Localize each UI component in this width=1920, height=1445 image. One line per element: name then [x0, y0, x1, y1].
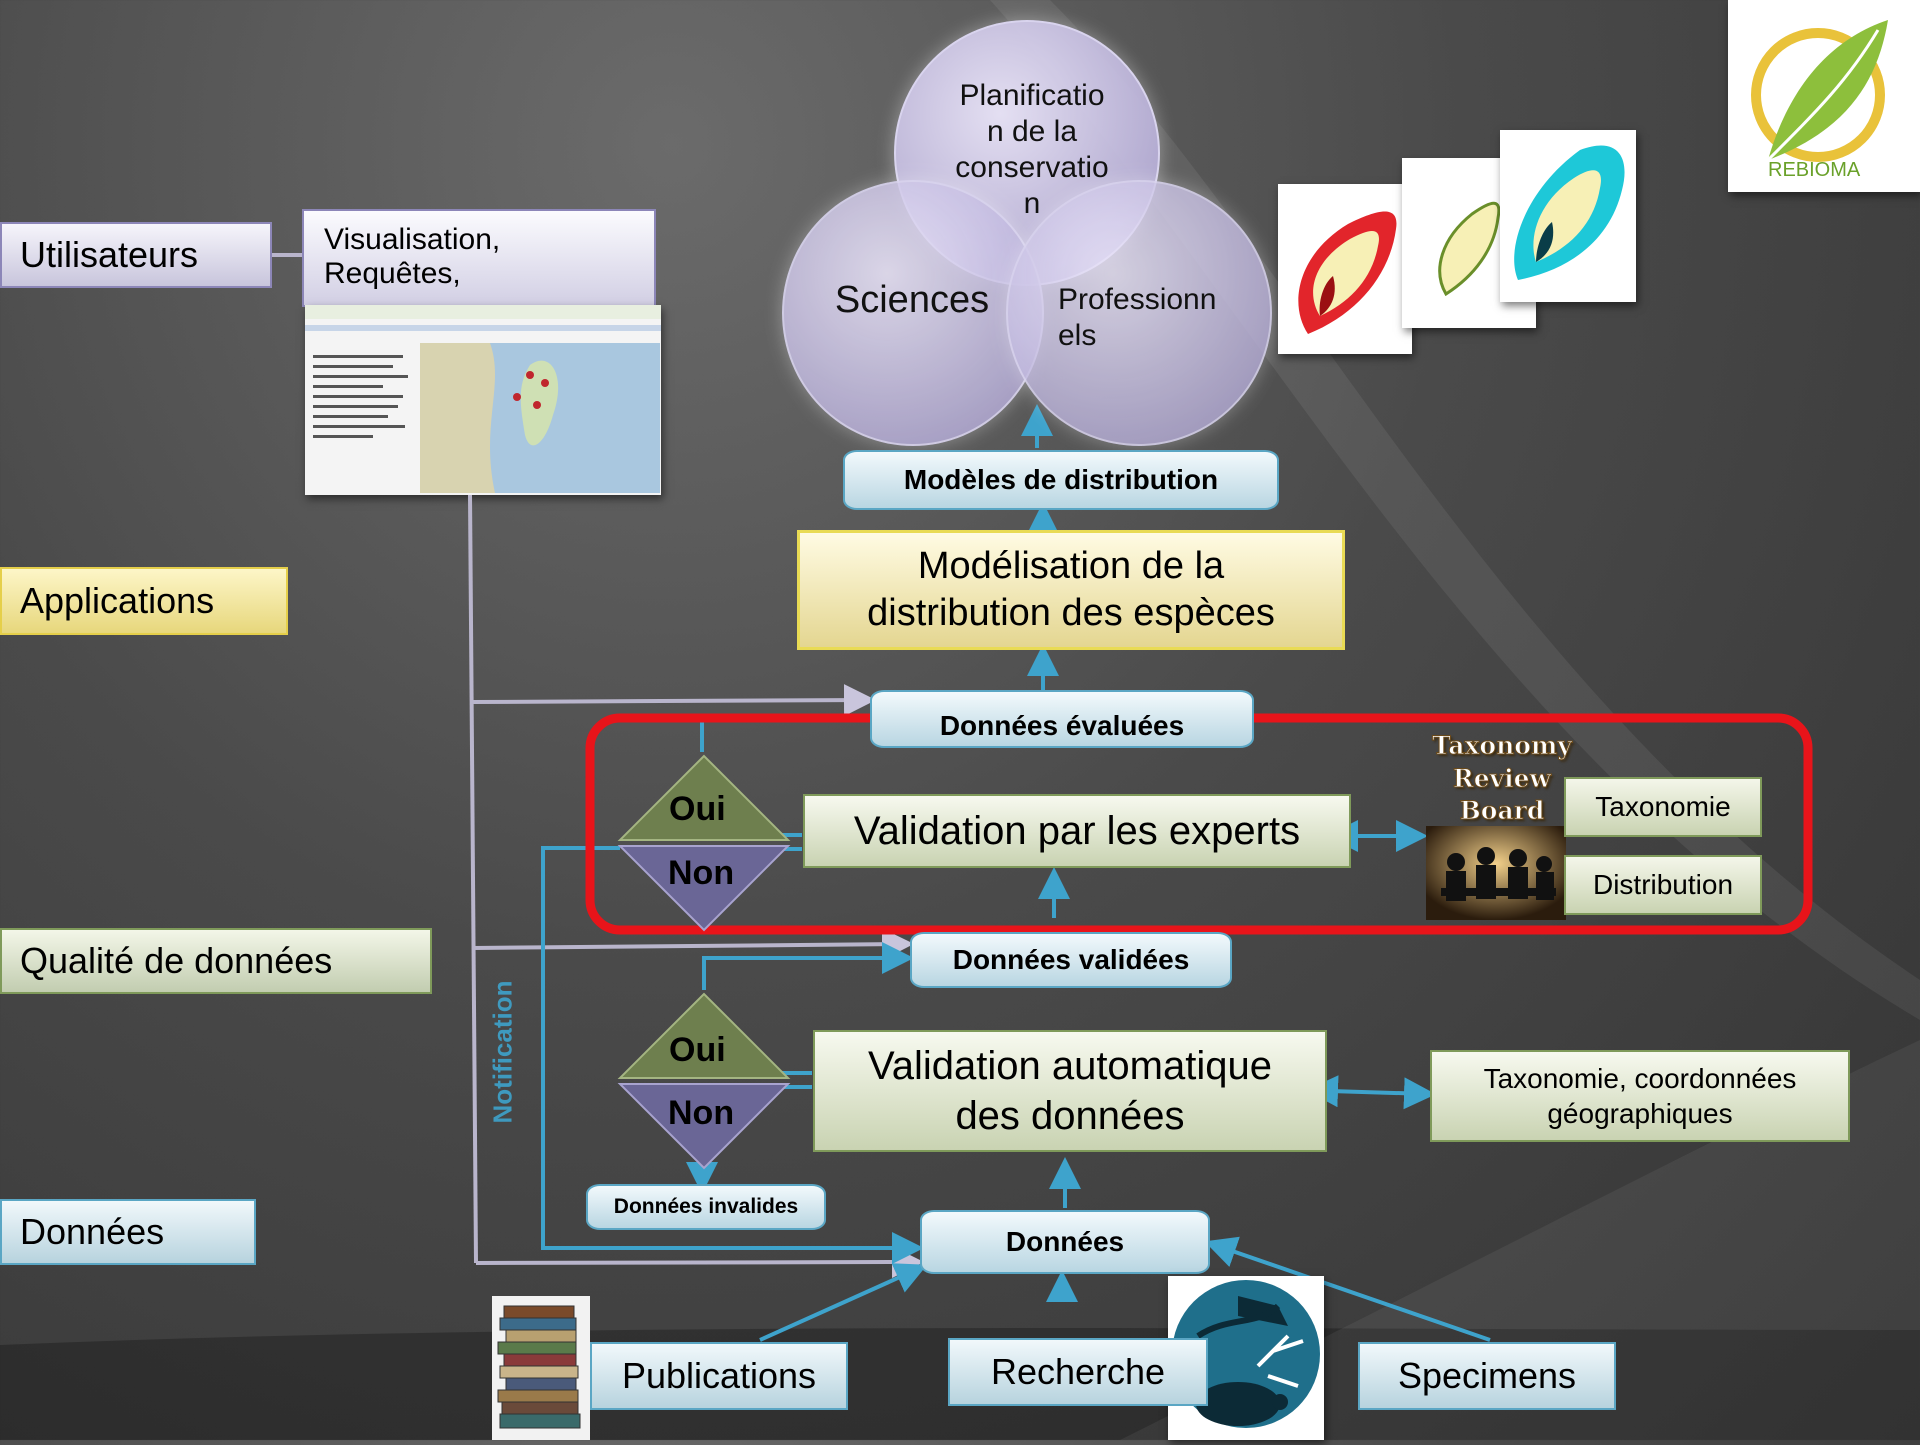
category-users-label: Utilisateurs [20, 234, 199, 275]
invalid-data-store: Données invalides [586, 1184, 826, 1230]
circle-professionals [1006, 180, 1272, 446]
distribution-label: Distribution [1592, 869, 1734, 900]
marine-research-graphic [1172, 1280, 1320, 1428]
evaluated-data-store: Données évaluées [870, 690, 1254, 748]
map-screenshot-graphic [305, 305, 661, 495]
data-store: Données [920, 1210, 1210, 1274]
validated-data-store: Données validées [910, 932, 1232, 988]
auto-validation-box: Validation automatique des données [813, 1030, 1327, 1152]
auto-checks-box: Taxonomie, coordonnées géographiques [1430, 1050, 1850, 1142]
auto-validation-label: Validation automatique des données [868, 1044, 1272, 1138]
board-meeting-graphic [1426, 826, 1566, 920]
modelling-label: Modélisation de la distribution des espè… [867, 544, 1275, 635]
category-data: Données [0, 1199, 256, 1265]
data-store-label: Données [1005, 1226, 1125, 1257]
category-users: Utilisateurs [0, 222, 272, 288]
board-meeting-photo [1426, 826, 1566, 920]
svg-text:REBIOMA: REBIOMA [1768, 159, 1861, 181]
modelling-box: Modélisation de la distribution des espè… [797, 530, 1345, 650]
research-label: Recherche [990, 1351, 1166, 1392]
visualisation-box: Visualisation, Requêtes, [302, 209, 656, 307]
category-quality-label: Qualité de données [20, 940, 333, 981]
specimens-label: Specimens [1397, 1355, 1577, 1396]
category-applications: Applications [0, 567, 288, 635]
distribution-map-2-graphic [1438, 201, 1501, 297]
taxonomy-board-title: Taxonomy Review Board [1432, 731, 1573, 826]
distribution-box: Distribution [1564, 855, 1762, 915]
books-graphic [497, 1305, 581, 1429]
circle-professionals-label: Professionn els [1058, 283, 1217, 352]
visualisation-text: Visualisation, Requêtes, [324, 223, 501, 290]
marine-research-photo [1168, 1276, 1324, 1440]
category-data-label: Données [20, 1211, 165, 1252]
category-applications-label: Applications [20, 580, 215, 621]
auto-checks-label: Taxonomie, coordonnées géographiques [1483, 1063, 1797, 1129]
distribution-map-1 [1278, 184, 1412, 354]
distribution-map-3-graphic [1514, 145, 1625, 280]
publications-label: Publications [621, 1355, 817, 1396]
distribution-models-label: Modèles de distribution [903, 464, 1219, 495]
decision-expert-yes: Oui [669, 790, 726, 828]
notification-text: Notification [487, 980, 518, 1124]
decision-expert-no: Non [668, 854, 735, 892]
circle-sciences-label: Sciences [834, 279, 990, 321]
taxonomy-label: Taxonomie [1595, 791, 1731, 822]
circle-planning-label: Planificatio n de la conservatio n [955, 79, 1109, 220]
validated-data-label: Données validées [952, 944, 1190, 975]
invalid-data-label: Données invalides [613, 1195, 799, 1218]
expert-validation-label: Validation par les experts [853, 808, 1301, 853]
expert-validation-box: Validation par les experts [803, 794, 1351, 868]
evaluated-data-label: Données évaluées [939, 710, 1185, 741]
rebioma-logo-graphic: REBIOMA [1751, 20, 1888, 181]
distribution-map-3 [1500, 130, 1636, 302]
web-portal-screenshot [305, 305, 661, 495]
specimens-box: Specimens [1358, 1342, 1616, 1410]
taxonomy-box: Taxonomie [1564, 777, 1762, 837]
decision-auto-no: Non [668, 1094, 735, 1132]
distribution-models-store: Modèles de distribution [843, 450, 1279, 510]
decision-auto-yes: Oui [669, 1031, 726, 1069]
research-box: Recherche [948, 1338, 1208, 1406]
books-photo [492, 1296, 590, 1440]
rebioma-logo: REBIOMA [1728, 0, 1920, 192]
circle-sciences [782, 180, 1044, 446]
distribution-map-1-graphic [1298, 211, 1397, 334]
category-quality: Qualité de données [0, 928, 432, 994]
publications-box: Publications [590, 1342, 848, 1410]
notification-label: Notification [488, 981, 519, 1124]
